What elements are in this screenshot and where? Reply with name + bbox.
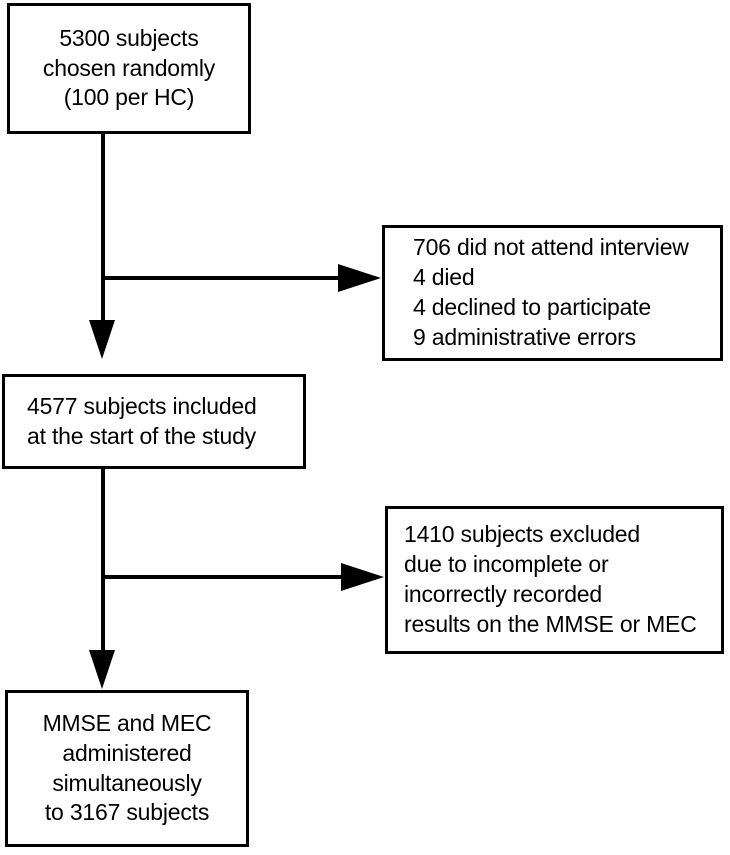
arrow-right-icon-included-to-excluded xyxy=(341,563,384,591)
node-screened-line-1: 5300 subjects xyxy=(59,24,199,51)
arrow-down-icon-included-to-analyzed xyxy=(89,650,115,689)
edge-included-to-excluded-line xyxy=(101,575,344,579)
node-nonparticipation: 706 did not attend interview 4 died 4 de… xyxy=(382,225,723,361)
node-analyzed: MMSE and MEC administered simultaneously… xyxy=(5,690,249,847)
node-excluded-line-3: incorrectly recorded xyxy=(404,581,602,607)
node-nonparticipation-line-4: 9 administrative errors xyxy=(413,323,636,350)
node-excluded-line-4: results on the MMSE or MEC xyxy=(404,610,697,637)
node-excluded: 1410 subjects excluded due to incomplete… xyxy=(385,506,724,654)
node-nonparticipation-line-3: 4 declined to participate xyxy=(413,294,651,320)
node-screened-line-3: (100 per HC) xyxy=(63,84,195,111)
node-nonparticipation-line-2: 4 died xyxy=(413,264,475,291)
node-analyzed-line-3: simultaneously xyxy=(52,769,202,796)
node-included-line-1: 4577 subjects included xyxy=(27,392,257,419)
node-included: 4577 subjects included at the start of t… xyxy=(2,374,306,469)
node-analyzed-line-4: to 3167 subjects xyxy=(44,799,210,826)
node-screened-line-2: chosen randomly xyxy=(42,54,216,81)
node-analyzed-line-1: MMSE and MEC xyxy=(42,709,212,736)
node-excluded-line-1: 1410 subjects excluded xyxy=(404,521,640,548)
arrow-right-icon-screened-to-nonparticipation xyxy=(338,264,381,292)
edge-included-to-analyzed-stem xyxy=(101,468,105,656)
edge-screened-to-nonparticipation-line xyxy=(101,276,341,280)
node-screened: 5300 subjects chosen randomly (100 per H… xyxy=(7,3,251,134)
node-included-line-2: at the start of the study xyxy=(27,422,256,449)
node-nonparticipation-line-1: 706 did not attend interview xyxy=(413,234,689,261)
edge-screened-to-included-stem xyxy=(101,133,105,325)
node-analyzed-line-2: administered xyxy=(62,739,192,766)
arrow-down-icon-screened-to-included xyxy=(89,320,115,359)
node-excluded-line-2: due to incomplete or xyxy=(404,551,609,578)
